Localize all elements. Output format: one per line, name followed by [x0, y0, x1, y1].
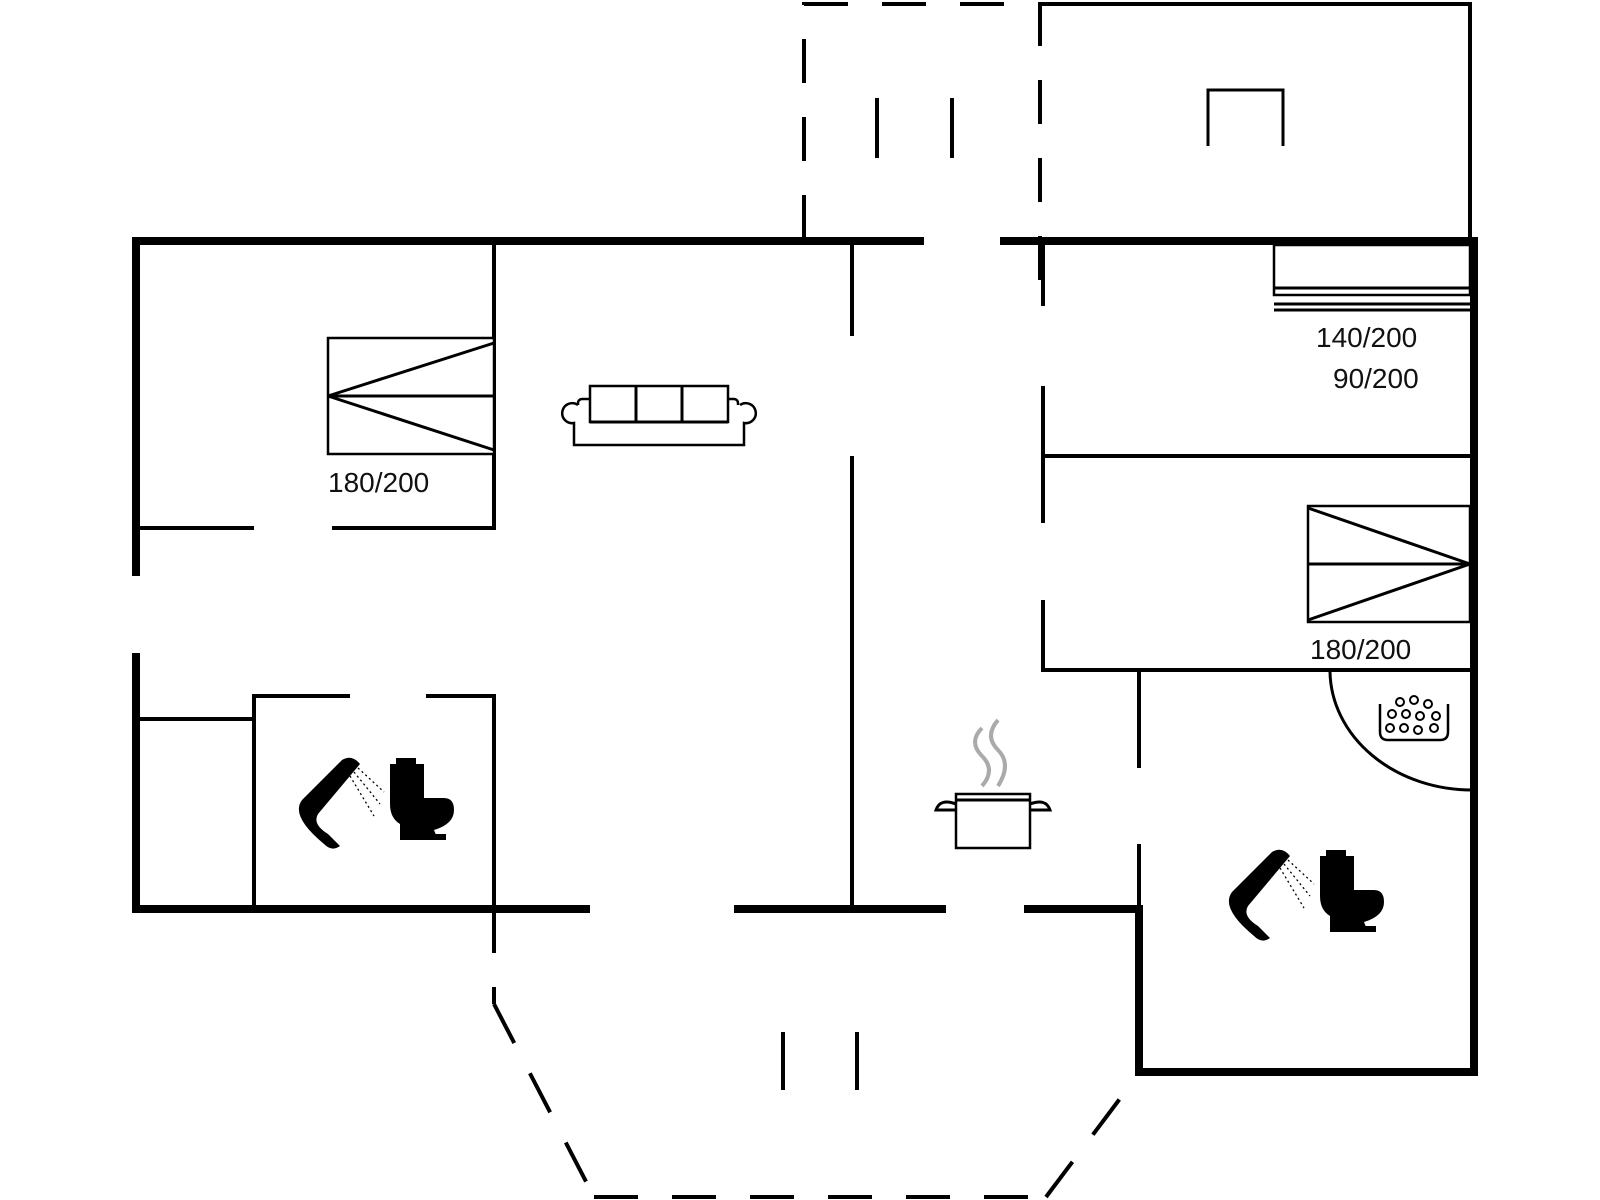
exterior-walls — [132, 237, 1478, 1076]
toilet-icon — [1320, 850, 1384, 932]
whirlpool-icon — [1378, 695, 1450, 742]
bottom-terrace — [492, 909, 1139, 1199]
interior-walls — [136, 241, 1474, 909]
door-swing-arc — [1328, 671, 1473, 792]
cooking-pot-icon — [933, 718, 1053, 850]
shower-icon — [1228, 849, 1315, 941]
top-terrace — [802, 2, 1042, 310]
bed-size-label: 90/200 — [1333, 363, 1419, 394]
double-bed — [1306, 504, 1472, 624]
top-annex — [1040, 2, 1472, 241]
sofa-icon — [561, 384, 757, 447]
toilet-icon — [390, 758, 454, 840]
double-bed — [326, 336, 496, 456]
bed-size-label: 180/200 — [1310, 634, 1411, 665]
bed-size-label: 140/200 — [1316, 322, 1417, 353]
shower-icon — [298, 757, 385, 849]
bunk-bed — [1272, 243, 1472, 312]
bed-size-label: 180/200 — [328, 467, 429, 498]
